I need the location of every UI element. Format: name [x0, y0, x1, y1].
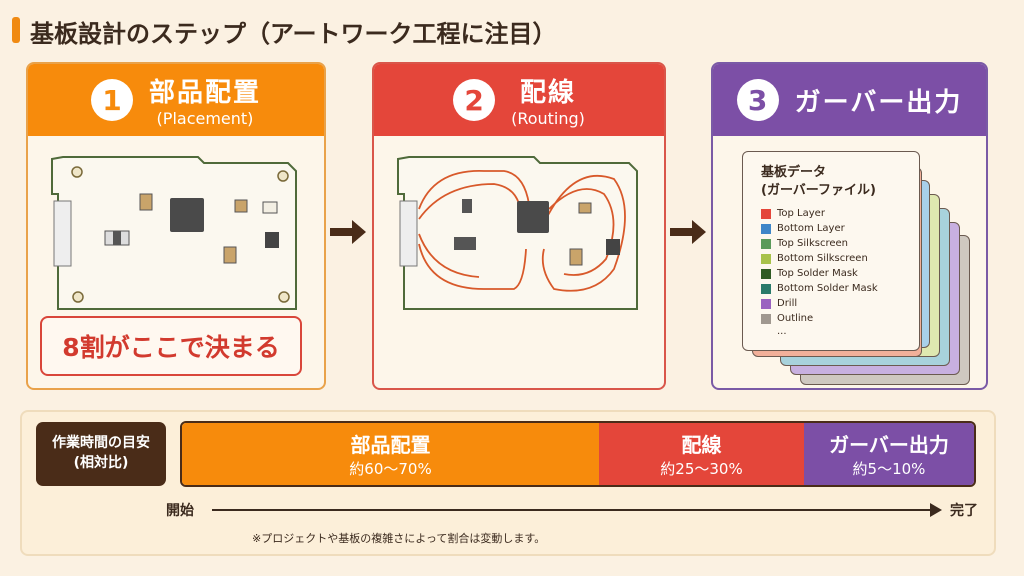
layer-color-swatch	[761, 283, 771, 294]
layer-color-swatch	[761, 223, 771, 234]
legend-item: Bottom Layer	[761, 221, 919, 236]
step-card-routing: 2 配線(Routing)	[372, 62, 666, 390]
step-title: ガーバー出力	[794, 87, 963, 118]
layer-color-swatch	[761, 238, 771, 249]
layer-color-swatch	[761, 208, 771, 219]
segment-placement: 部品配置約60〜70%	[182, 423, 599, 485]
arrow-right-icon	[330, 220, 366, 244]
page-title: 基板設計のステップ（アートワーク工程に注目）	[30, 20, 557, 48]
step-header: 3 ガーバー出力	[713, 64, 986, 136]
step-number: 3	[736, 79, 779, 121]
layer-name: Outline	[777, 313, 814, 324]
layer-name: Drill	[777, 298, 798, 309]
label-line2: (相対比)	[73, 455, 129, 471]
layer-color-swatch	[761, 253, 771, 264]
legend-more: ...	[777, 326, 787, 337]
segment-ratio: 約5〜10%	[852, 460, 926, 478]
legend-item: Drill	[761, 296, 919, 311]
step-header: 2 配線(Routing)	[374, 64, 664, 136]
layer-name: Bottom Silkscreen	[777, 253, 868, 264]
layer-name: Top Silkscreen	[777, 238, 848, 249]
layer-color-swatch	[761, 298, 771, 309]
segment-gerber: ガーバー出力約5〜10%	[804, 423, 974, 485]
label-line1: 作業時間の目安	[52, 435, 150, 451]
pcb-routing-illustration	[397, 156, 638, 310]
segment-name: 部品配置	[350, 433, 431, 457]
segment-name: ガーバー出力	[829, 433, 949, 457]
layer-name: Top Layer	[777, 208, 825, 219]
legend-item: Top Solder Mask	[761, 266, 919, 281]
legend-item: Top Silkscreen	[761, 236, 919, 251]
footnote: ※プロジェクトや基板の複雑さによって割合は変動します。	[252, 532, 546, 545]
step-title: 部品配置	[148, 78, 261, 108]
segment-name: 配線	[681, 433, 722, 457]
layer-name: Bottom Solder Mask	[777, 283, 878, 294]
legend-subtitle: (ガーバーファイル)	[761, 183, 876, 198]
legend-item: Top Layer	[761, 206, 919, 221]
step-subtitle: (Placement)	[156, 109, 254, 128]
step-header: 1 部品配置(Placement)	[28, 64, 324, 136]
arrow-right-icon	[670, 220, 706, 244]
segment-ratio: 約60〜70%	[349, 460, 432, 478]
time-estimate-label: 作業時間の目安 (相対比)	[36, 422, 166, 486]
step-title: 配線	[519, 78, 576, 108]
timeline-start-label: 開始	[166, 503, 194, 519]
step-number: 2	[453, 79, 496, 121]
legend-item: Outline	[761, 311, 919, 326]
layer-name: Bottom Layer	[777, 223, 845, 234]
step-number: 1	[90, 79, 133, 121]
layer-color-swatch	[761, 313, 771, 324]
emphasis-callout: 8割がここで決まる	[40, 316, 302, 376]
segment-routing: 配線約25〜30%	[599, 423, 804, 485]
timeline-arrow-line	[212, 509, 934, 511]
legend-item: Bottom Solder Mask	[761, 281, 919, 296]
pcb-placement-illustration	[51, 156, 297, 310]
step-subtitle: (Routing)	[511, 109, 585, 128]
time-ratio-bar: 部品配置約60〜70% 配線約25〜30% ガーバー出力約5〜10%	[180, 421, 976, 487]
timeline-end-label: 完了	[950, 503, 978, 519]
legend-title: 基板データ	[761, 165, 827, 180]
legend-item: Bottom Silkscreen	[761, 251, 919, 266]
segment-ratio: 約25〜30%	[660, 460, 743, 478]
layer-color-swatch	[761, 268, 771, 279]
arrow-head-icon	[930, 503, 942, 517]
layer-name: Top Solder Mask	[777, 268, 858, 279]
title-accent-bar	[12, 17, 20, 43]
